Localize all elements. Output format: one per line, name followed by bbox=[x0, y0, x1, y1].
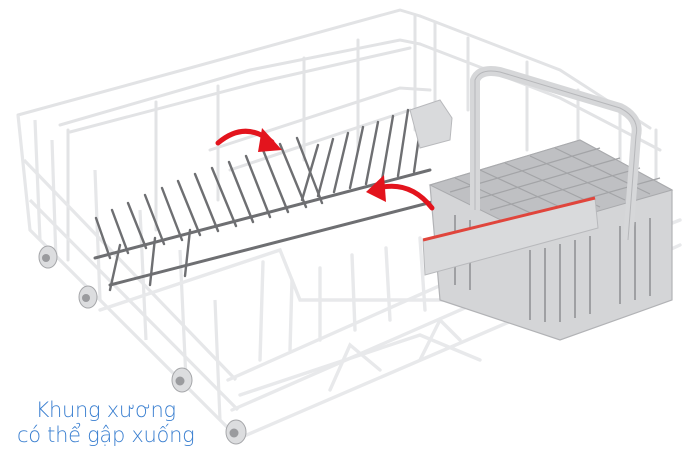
wheel-icon bbox=[78, 285, 98, 309]
fold-arrow-left-icon bbox=[215, 128, 282, 152]
rack-back-frame bbox=[16, 8, 662, 262]
wheel-icon bbox=[38, 245, 58, 269]
rack-hinge-clip bbox=[409, 99, 453, 149]
rack-left-frame bbox=[16, 114, 242, 442]
caption-line-2: có thể gập xuống bbox=[17, 423, 195, 447]
cutlery-basket bbox=[422, 66, 674, 341]
basket-red-stripe bbox=[422, 196, 596, 242]
image-caption: Khung xương có thể gập xuống bbox=[17, 398, 195, 448]
wheel-icon bbox=[171, 367, 193, 393]
fold-arrow-right-icon bbox=[366, 175, 435, 211]
wheel-icon bbox=[225, 419, 247, 445]
folding-tines bbox=[93, 106, 442, 292]
rack-wheels bbox=[38, 245, 247, 445]
caption-line-1: Khung xương bbox=[35, 398, 177, 422]
